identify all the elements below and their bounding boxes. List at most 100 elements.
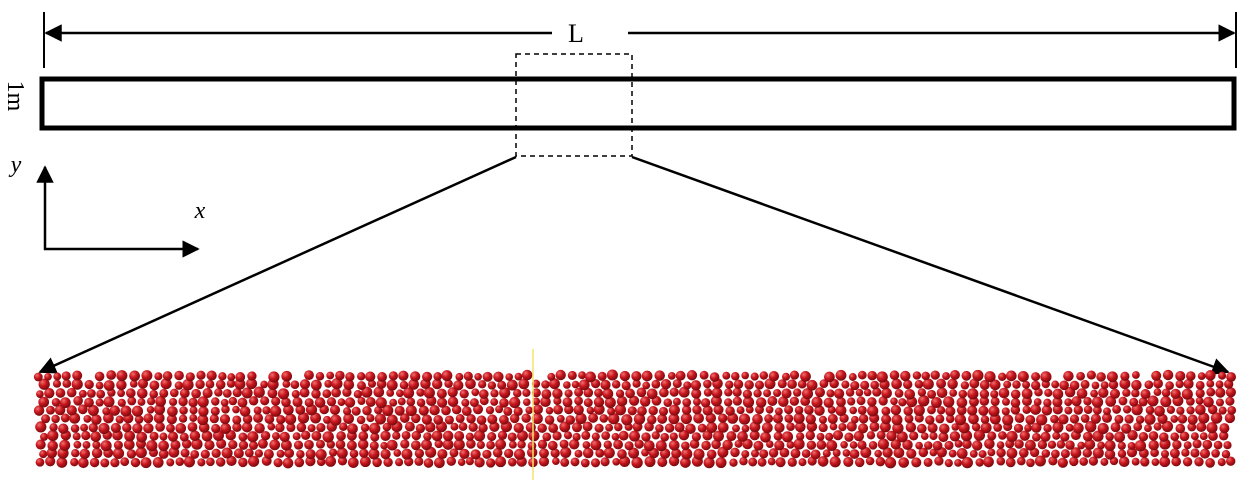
- particle: [129, 380, 138, 388]
- particle: [77, 404, 88, 415]
- particle: [911, 457, 922, 468]
- particle: [201, 430, 213, 442]
- particle: [211, 448, 221, 458]
- particle: [876, 371, 888, 383]
- particle: [603, 447, 615, 459]
- particle: [1127, 441, 1136, 450]
- particle: [1208, 431, 1218, 441]
- particle: [234, 378, 246, 390]
- particle: [702, 405, 713, 416]
- particle: [542, 432, 552, 442]
- particle: [202, 388, 213, 399]
- particle: [819, 379, 829, 388]
- particle: [681, 448, 693, 460]
- particle: [1006, 430, 1018, 443]
- particle: [369, 422, 381, 435]
- particle: [70, 424, 80, 433]
- particle: [627, 406, 637, 416]
- particle: [954, 459, 962, 467]
- particle: [1037, 440, 1048, 450]
- particle: [499, 414, 509, 425]
- particle: [478, 380, 487, 389]
- particle: [205, 379, 215, 389]
- particle: [765, 405, 774, 414]
- particle: [713, 404, 724, 415]
- particle: [1199, 432, 1208, 441]
- particle: [297, 412, 310, 424]
- particle: [979, 389, 990, 399]
- particle: [187, 422, 198, 432]
- particle: [281, 397, 291, 408]
- particle: [711, 387, 723, 399]
- particle: [1205, 458, 1215, 468]
- particle: [398, 370, 409, 381]
- particle: [459, 448, 470, 460]
- particle: [422, 371, 433, 382]
- particle: [130, 457, 141, 468]
- particle: [525, 406, 534, 415]
- particle: [988, 405, 1000, 417]
- particle: [752, 413, 763, 425]
- particle: [938, 432, 949, 443]
- particle: [175, 457, 185, 466]
- particle: [969, 378, 980, 389]
- particle: [1091, 381, 1100, 390]
- particle: [732, 396, 742, 406]
- particle: [601, 431, 611, 440]
- particle: [131, 405, 144, 417]
- particle: [573, 404, 584, 416]
- particle: [1030, 404, 1041, 415]
- particle: [415, 423, 426, 434]
- particle: [757, 457, 767, 467]
- particle: [189, 414, 198, 422]
- particle: [522, 398, 531, 407]
- particle: [1221, 449, 1231, 459]
- particle: [362, 405, 372, 416]
- particle: [775, 457, 786, 468]
- particle: [411, 430, 421, 441]
- particle: [1076, 371, 1085, 381]
- particle: [406, 397, 416, 407]
- particle: [103, 396, 115, 408]
- particle: [692, 404, 702, 415]
- particle: [956, 447, 968, 459]
- particle: [934, 456, 944, 466]
- particle: [295, 404, 306, 415]
- particle: [1181, 448, 1190, 457]
- particle: [703, 379, 712, 389]
- particle: [1097, 422, 1109, 435]
- particle: [1114, 414, 1124, 424]
- particle: [767, 396, 778, 406]
- particle: [84, 397, 94, 408]
- particle: [759, 449, 769, 459]
- particle: [376, 379, 387, 389]
- particle: [453, 439, 465, 451]
- particle: [847, 397, 856, 406]
- particle: [1013, 423, 1024, 433]
- particle: [574, 387, 584, 397]
- particle: [140, 457, 152, 469]
- particle: [1203, 396, 1214, 408]
- particle: [950, 369, 960, 380]
- particle: [948, 449, 957, 458]
- particle: [648, 405, 658, 416]
- particle: [540, 396, 551, 407]
- particle: [860, 380, 870, 390]
- particle: [773, 388, 782, 398]
- particle: [784, 414, 794, 423]
- particle: [411, 413, 421, 424]
- particle: [668, 439, 680, 451]
- particle: [46, 405, 55, 415]
- particle: [377, 372, 387, 382]
- particle: [945, 406, 956, 417]
- particle: [882, 447, 893, 458]
- particle: [1040, 431, 1051, 442]
- particle: [597, 371, 607, 381]
- particle: [651, 379, 661, 389]
- particle: [374, 406, 383, 415]
- particle: [457, 458, 466, 467]
- particle: [365, 371, 376, 382]
- particle: [682, 398, 692, 407]
- particle: [854, 457, 865, 468]
- particle: [1179, 431, 1190, 442]
